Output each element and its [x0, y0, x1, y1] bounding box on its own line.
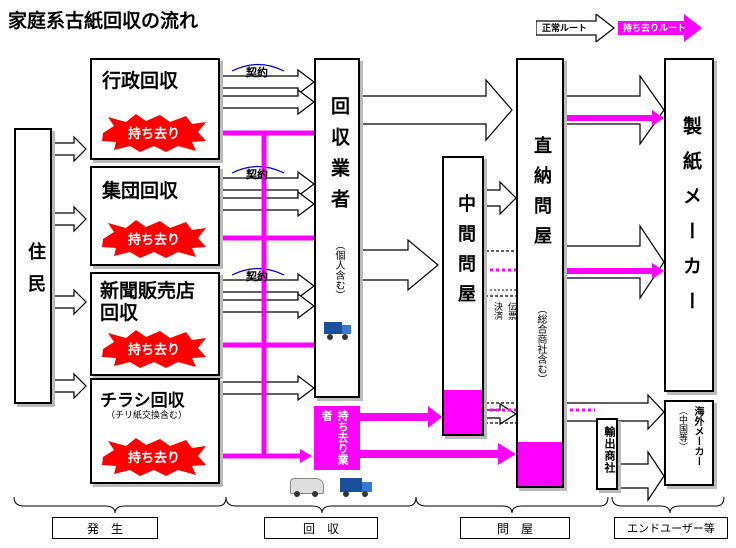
collector-sub: （個人含む） — [333, 240, 344, 300]
mochisari-badge-1: 持ち去り — [98, 114, 208, 152]
settlement-b: 決済 — [492, 302, 502, 320]
resident-box: 住民 — [14, 128, 52, 404]
mochisari-badge-label: 持ち去り — [128, 127, 181, 142]
middle-mochisari-block — [444, 390, 482, 434]
mochisari-collector-label: 持ち去り業者 — [320, 410, 349, 465]
source-box-shudan: 集団回収 — [90, 166, 220, 266]
burst-icon — [102, 330, 206, 368]
stage-tonya: 問 屋 — [460, 517, 570, 539]
source-box-shimbun: 新聞販売店回収 — [90, 272, 220, 376]
mochisari-badge-4: 持ち去り — [98, 438, 208, 476]
contract-label-2: 契約 — [246, 168, 268, 181]
burst-icon — [102, 220, 206, 258]
collector-box: 回収業者 （個人含む） — [314, 58, 360, 398]
legend-mochisari-label: 持ち去りルート — [623, 24, 687, 34]
maker-box: 製紙メーカー — [664, 58, 714, 392]
burst-icon — [102, 438, 206, 476]
truck-icon-2 — [340, 478, 374, 498]
exporter-label: 輸出商社 — [603, 426, 616, 474]
source-label-chirashi: チラシ回収 — [100, 391, 185, 411]
overseas-label: 海外メーカー — [692, 406, 703, 466]
direct-mochisari-block — [518, 442, 562, 486]
direct-label: 直納問屋 — [531, 136, 552, 256]
mochisari-badge-2: 持ち去り — [98, 220, 208, 258]
middle-box: 中間問屋 — [442, 156, 484, 436]
source-label-gyosei: 行政回収 — [102, 70, 179, 92]
source-label-shimbun: 新聞販売店回収 — [100, 280, 196, 324]
middle-label: 中間問屋 — [455, 194, 476, 314]
legend-normal: 正常ルート — [535, 12, 616, 44]
mochisari-badge-label: 持ち去り — [128, 233, 181, 248]
collector-label: 回収業者 — [328, 96, 350, 220]
stage-hassei: 発 生 — [52, 517, 158, 539]
direct-sub: （総合商社含む） — [535, 304, 546, 384]
exporter-box: 輸出商社 — [596, 418, 618, 490]
settlement-a: 伝票 — [506, 302, 516, 320]
contract-label-3: 契約 — [246, 270, 268, 283]
overseas-sub: （中国等） — [677, 406, 687, 451]
source-label-shudan: 集団回収 — [102, 180, 179, 202]
mochisari-badge-label: 持ち去り — [128, 451, 181, 466]
legend-normal-arrow — [535, 12, 615, 44]
stage-kaishu: 回 収 — [264, 517, 378, 539]
mochisari-badge-label: 持ち去り — [128, 343, 181, 358]
legend-mochisari-arrow — [618, 14, 702, 42]
maker-label: 製紙メーカー — [680, 116, 702, 326]
truck-icon — [324, 322, 352, 340]
page-title: 家庭系古紙回収の流れ — [8, 10, 199, 32]
legend-normal-label: 正常ルート — [542, 24, 588, 34]
van-icon — [290, 478, 324, 498]
legend-mochisari: 持ち去りルート — [618, 14, 704, 42]
contract-label-1: 契約 — [246, 66, 268, 79]
mochisari-collector-box: 持ち去り業者 — [314, 406, 360, 470]
burst-icon — [102, 114, 206, 152]
resident-label: 住民 — [25, 242, 46, 306]
stage-enduser: エンドユーザー等 — [614, 517, 728, 539]
source-sub-chirashi: （チリ紙交換含む） — [106, 411, 188, 421]
direct-box: 直納問屋 （総合商社含む） — [516, 58, 564, 488]
overseas-box: 海外メーカー （中国等） — [664, 400, 714, 486]
mochisari-badge-3: 持ち去り — [98, 330, 208, 368]
